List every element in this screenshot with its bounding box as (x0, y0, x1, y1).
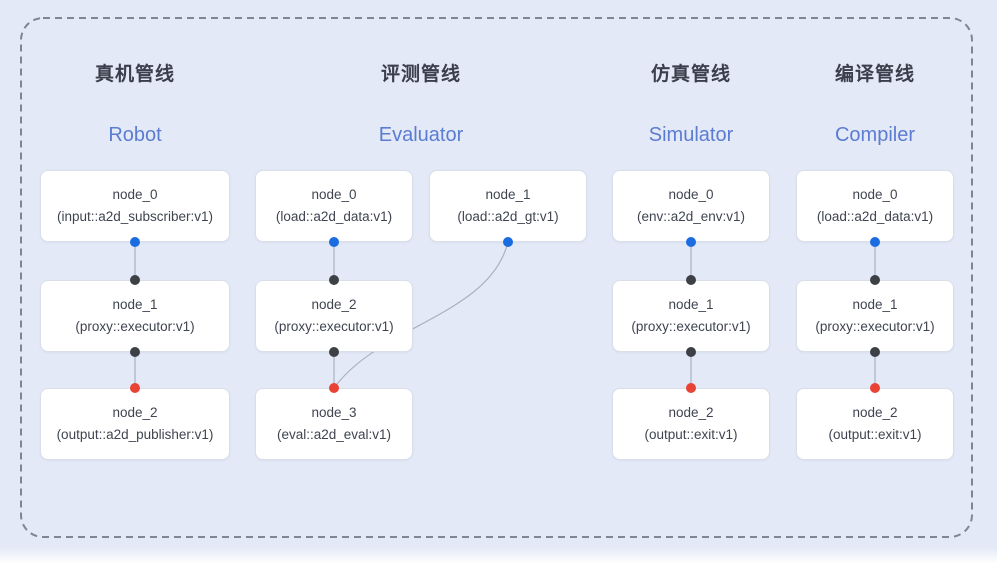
node-impl: (proxy::executor:v1) (274, 319, 394, 334)
node-impl: (output::exit:v1) (828, 427, 922, 442)
node-name: node_0 (112, 187, 158, 202)
pipeline-header-simulator: 仿真管线 Simulator (591, 64, 791, 147)
output-port-dot (130, 347, 140, 357)
pipeline-title-en: Robot (108, 124, 162, 146)
input-port-dot (686, 275, 696, 285)
node-impl: (proxy::executor:v1) (75, 319, 195, 334)
edge-evaluator-n1-n3-curve (333, 241, 509, 389)
node-box-robot-node1: node_1 (proxy::executor:v1) (40, 280, 230, 352)
node-name: node_0 (852, 187, 898, 202)
pipeline-title-en: Simulator (648, 124, 734, 146)
node-box-evaluator-node1: node_1 (load::a2d_gt:v1) (429, 170, 587, 242)
dashed-frame-border (20, 17, 973, 538)
input-port-dot (329, 275, 339, 285)
pipeline-header-evaluator: 评测管线 Evaluator (321, 64, 521, 147)
source-port-dot (870, 237, 880, 247)
node-impl: (load::a2d_gt:v1) (457, 209, 559, 224)
node-box-robot-node2: node_2 (output::a2d_publisher:v1) (40, 388, 230, 460)
pipeline-header-robot: 真机管线 Robot (35, 64, 235, 147)
node-name: node_1 (485, 187, 531, 202)
pipeline-title-cn: 评测管线 (380, 64, 461, 85)
node-name: node_3 (311, 405, 357, 420)
node-name: node_2 (668, 405, 714, 420)
node-box-simulator-node0: node_0 (env::a2d_env:v1) (612, 170, 770, 242)
node-name: node_2 (852, 405, 898, 420)
node-name: node_2 (112, 405, 158, 420)
input-port-dot (870, 275, 880, 285)
node-impl: (input::a2d_subscriber:v1) (56, 209, 214, 224)
source-port-dot (686, 237, 696, 247)
node-box-robot-node0: node_0 (input::a2d_subscriber:v1) (40, 170, 230, 242)
node-name: node_0 (311, 187, 357, 202)
node-impl: (output::exit:v1) (644, 427, 738, 442)
node-box-evaluator-node3: node_3 (eval::a2d_eval:v1) (255, 388, 413, 460)
node-name: node_1 (112, 297, 158, 312)
node-impl: (load::a2d_data:v1) (816, 209, 934, 224)
sink-port-dot (686, 383, 696, 393)
input-port-dot (130, 275, 140, 285)
pipeline-title-en: Compiler (834, 124, 916, 146)
sink-port-dot (329, 383, 339, 393)
node-box-simulator-node1: node_1 (proxy::executor:v1) (612, 280, 770, 352)
node-impl: (env::a2d_env:v1) (636, 209, 746, 224)
source-port-dot (503, 237, 513, 247)
node-impl: (eval::a2d_eval:v1) (276, 427, 392, 442)
node-box-simulator-node2: node_2 (output::exit:v1) (612, 388, 770, 460)
output-port-dot (329, 347, 339, 357)
node-name: node_2 (311, 297, 357, 312)
node-impl: (proxy::executor:v1) (631, 319, 751, 334)
output-port-dot (870, 347, 880, 357)
node-impl: (output::a2d_publisher:v1) (56, 427, 214, 442)
node-box-compiler-node0: node_0 (load::a2d_data:v1) (796, 170, 954, 242)
pipeline-title-cn: 真机管线 (94, 64, 175, 85)
source-port-dot (130, 237, 140, 247)
node-box-evaluator-node0: node_0 (load::a2d_data:v1) (255, 170, 413, 242)
node-impl: (load::a2d_data:v1) (275, 209, 393, 224)
pipeline-header-compiler: 编译管线 Compiler (775, 64, 975, 147)
node-name: node_1 (852, 297, 898, 312)
pipeline-title-en: Evaluator (378, 124, 464, 146)
node-box-compiler-node2: node_2 (output::exit:v1) (796, 388, 954, 460)
node-box-evaluator-node2: node_2 (proxy::executor:v1) (255, 280, 413, 352)
node-name: node_0 (668, 187, 714, 202)
node-name: node_1 (668, 297, 714, 312)
node-box-compiler-node1: node_1 (proxy::executor:v1) (796, 280, 954, 352)
sink-port-dot (870, 383, 880, 393)
sink-port-dot (130, 383, 140, 393)
pipeline-title-cn: 编译管线 (834, 64, 915, 85)
output-port-dot (686, 347, 696, 357)
pipeline-title-cn: 仿真管线 (650, 64, 731, 85)
node-impl: (proxy::executor:v1) (815, 319, 935, 334)
source-port-dot (329, 237, 339, 247)
